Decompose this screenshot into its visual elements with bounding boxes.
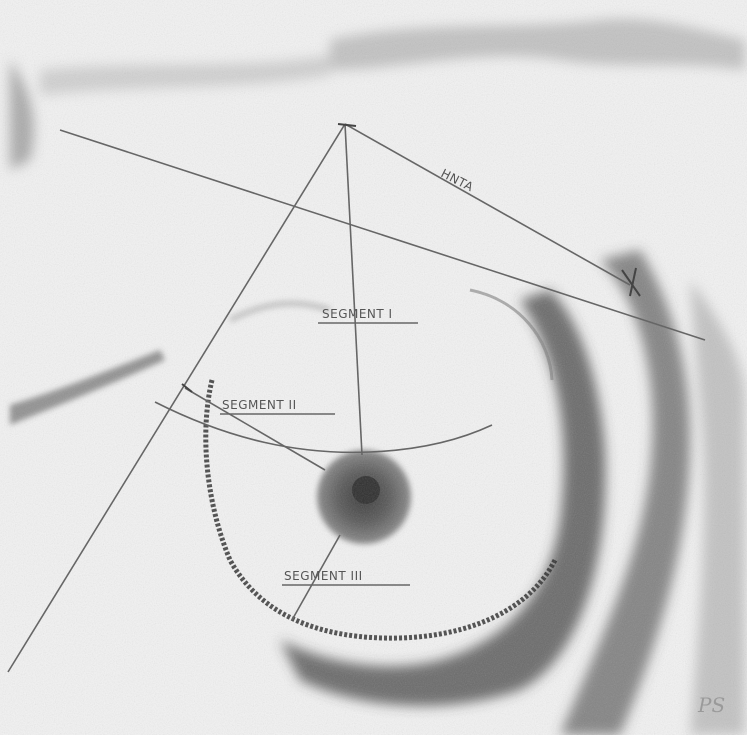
label-segment-1: SEGMENT I (322, 307, 393, 321)
label-segment-3: SEGMENT III (284, 569, 363, 583)
label-segment-2: SEGMENT II (222, 398, 297, 412)
artist-signature: PS (697, 693, 725, 717)
